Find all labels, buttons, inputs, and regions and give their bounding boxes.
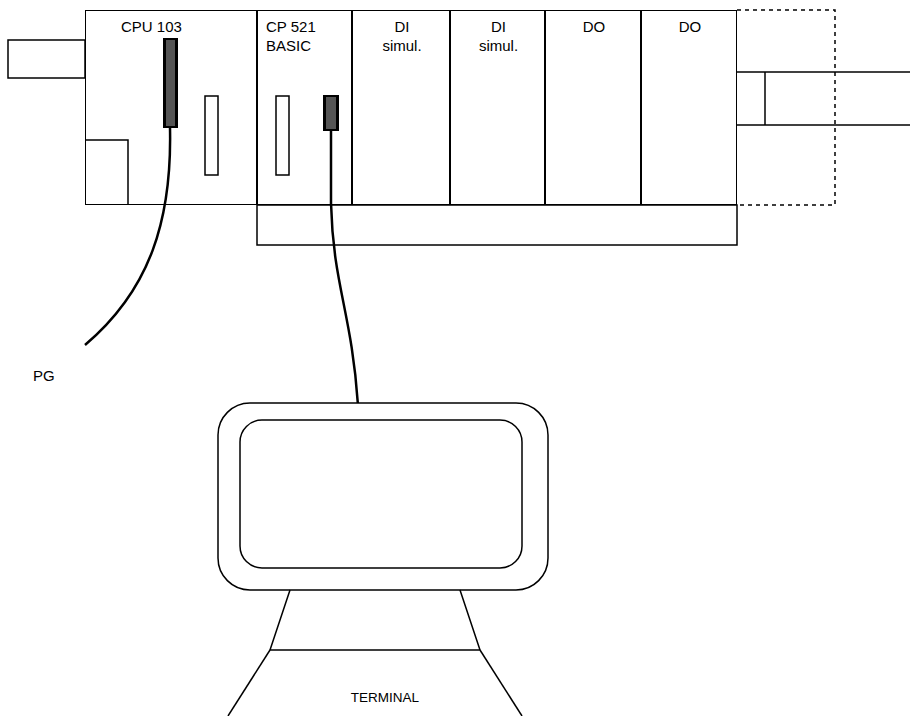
rack-module: DI simul. <box>352 10 450 205</box>
rack-module: CPU 103 <box>85 10 257 205</box>
rack-module: CP 521 BASIC <box>257 10 352 205</box>
device-label: PG <box>33 366 55 385</box>
power-stub <box>8 40 85 78</box>
cpu-corner <box>85 140 128 205</box>
module-label: DO <box>583 17 606 36</box>
terminal-cable <box>330 130 333 205</box>
module-label: CP 521 BASIC <box>266 17 322 55</box>
monitor-part <box>480 650 522 716</box>
monitor-part <box>270 590 480 650</box>
cpu-connector <box>166 40 175 126</box>
rack-module: DO <box>545 10 641 205</box>
module-label: CPU 103 <box>121 17 182 36</box>
terminal-label: TERMINAL <box>215 688 555 707</box>
bus-line <box>737 71 910 73</box>
monitor-part <box>218 403 548 590</box>
monitor-part <box>228 650 270 716</box>
terminal-cable <box>331 205 358 403</box>
monitor-outline <box>215 400 555 716</box>
bus-line <box>737 124 910 126</box>
module-label: DO <box>679 17 702 36</box>
cpu-connector <box>163 38 178 128</box>
rack-module: DO <box>641 10 737 205</box>
monitor-part <box>240 420 522 568</box>
rack-module: DI simul. <box>450 10 545 205</box>
cp-slot <box>276 96 289 175</box>
cpu-slot <box>205 96 218 175</box>
bus-line <box>764 72 766 125</box>
cp-connector <box>323 95 339 131</box>
pg-cable <box>85 128 170 345</box>
terminal-monitor: TERMINAL <box>215 400 555 716</box>
empty-slot <box>737 10 835 205</box>
rack-rail <box>257 205 737 245</box>
cp-connector <box>326 97 336 129</box>
module-label: DI simul. <box>473 17 525 55</box>
module-label: DI simul. <box>376 17 428 55</box>
